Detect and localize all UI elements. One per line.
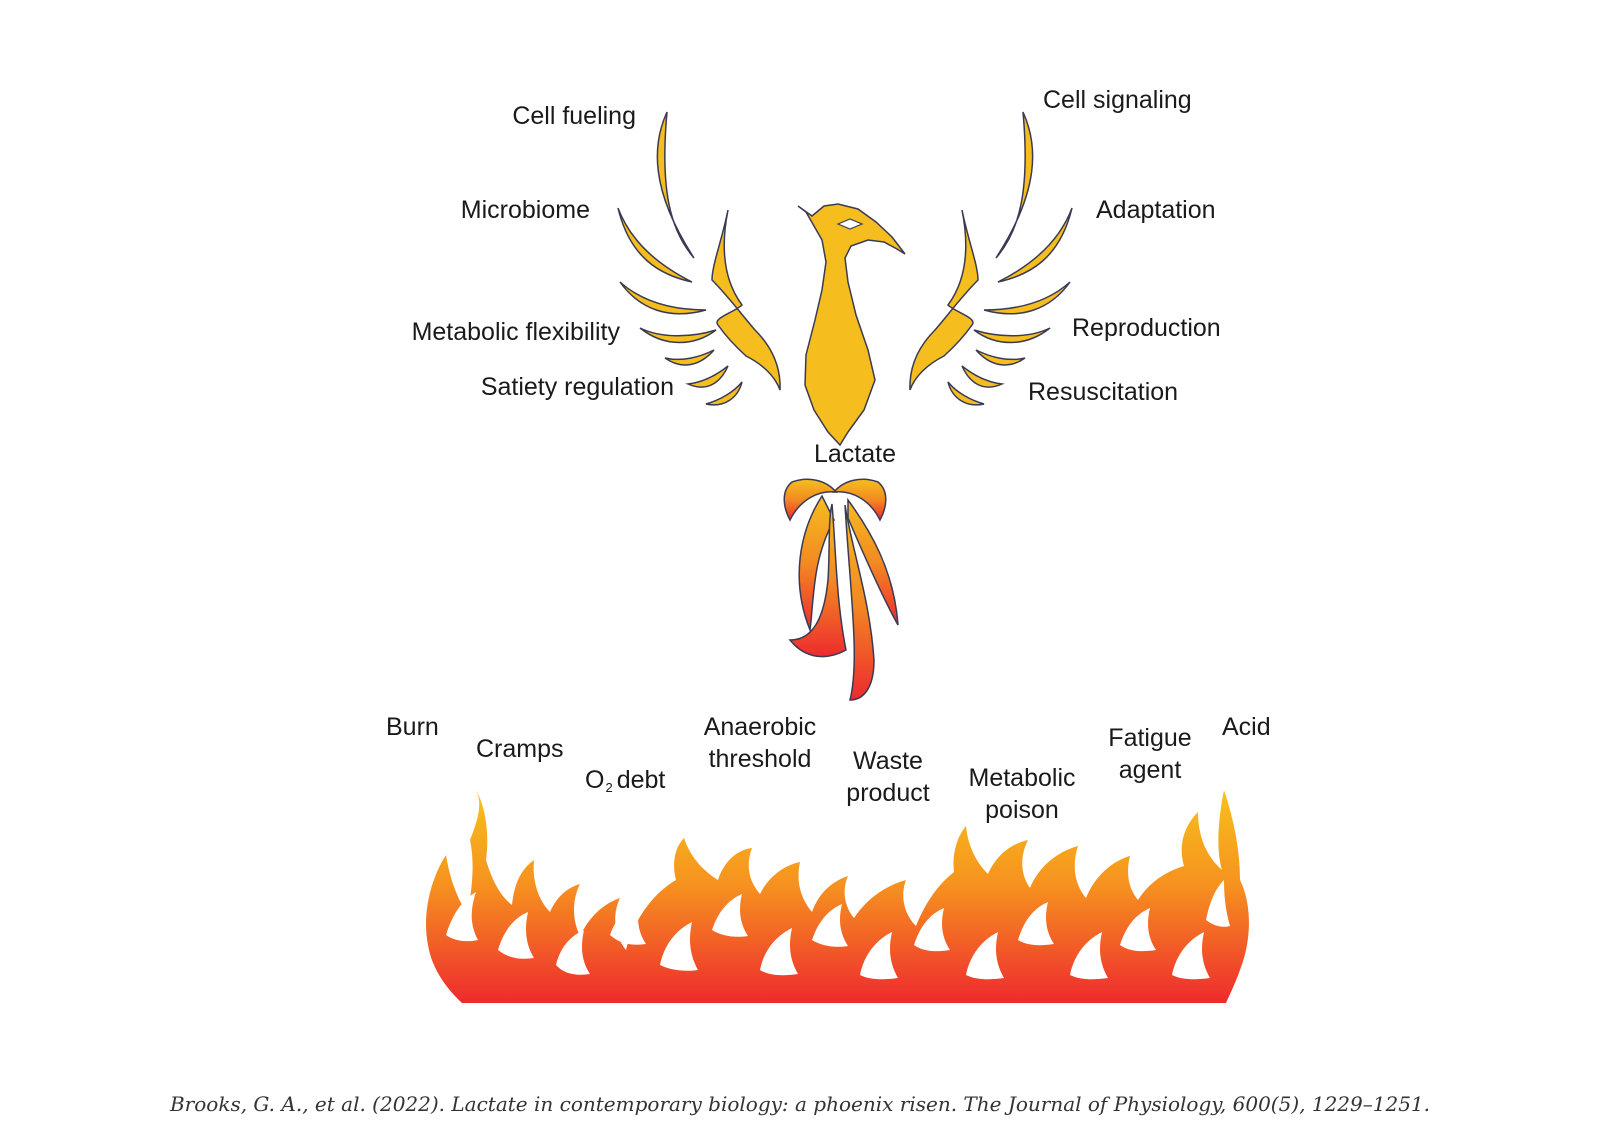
label-adaptation: Adaptation [1096,196,1216,224]
label-metabolic-poison: Metabolic poison [952,762,1092,826]
left-feather-4 [639,327,717,344]
flames [426,788,1249,1003]
tail-feather-left [798,494,835,633]
right-feather-2 [997,207,1073,283]
label-lactate: Lactate [813,440,896,468]
tail-feather-mid-right [844,504,875,701]
label-metabolic-flexibility: Metabolic flexibility [411,318,620,346]
label-reproduction: Reproduction [1072,314,1221,342]
left-wing-main [711,209,781,391]
label-poison-line1: Metabolic [968,764,1076,792]
label-waste-product: Waste product [818,745,958,809]
right-feather-4 [973,327,1051,344]
label-waste-line1: Waste [853,747,923,775]
right-feather-6 [961,365,1005,388]
right-feather-1 [995,111,1034,259]
label-o2-subscript: 2 [605,780,613,795]
left-feather-1 [656,111,695,259]
label-cramps: Cramps [476,735,564,763]
label-cell-fueling: Cell fueling [512,102,636,130]
label-microbiome: Microbiome [460,196,590,224]
phoenix-head-neck [797,203,906,447]
tail-feather-right [847,497,899,626]
left-feather-6 [685,365,729,388]
label-fatigue-line1: Fatigue [1108,724,1192,752]
label-o2-debt-word: debt [616,766,666,794]
label-cell-signaling: Cell signaling [1043,86,1192,114]
phoenix-body [797,203,906,447]
label-resuscitation: Resuscitation [1028,378,1179,406]
label-anaerobic-line1: Anaerobic [703,713,817,741]
right-feather-7 [947,381,985,406]
left-feather-3 [619,281,707,315]
label-anaerobic-threshold: Anaerobic threshold [680,711,840,775]
phoenix-left-wing [617,111,781,406]
label-poison-line2: poison [985,796,1059,824]
label-fatigue-line2: agent [1118,756,1182,784]
right-feather-3 [983,281,1071,315]
phoenix-right-wing [909,111,1073,406]
left-feather-7 [705,381,743,406]
right-wing-main [909,209,979,391]
left-feather-2 [617,207,693,283]
phoenix-tail [783,478,899,701]
citation: Brooks, G. A., et al. (2022). Lactate in… [169,1092,1431,1116]
right-feather-5 [975,349,1026,366]
phoenix-eye [836,218,864,230]
label-waste-line2: product [846,779,930,807]
tail-feather-top-right [832,478,887,522]
label-anaerobic-line2: threshold [708,745,812,773]
flame-gaps [446,880,1230,980]
tail-feather-mid-left [788,503,847,658]
label-burn: Burn [386,713,439,741]
label-fatigue-agent: Fatigue agent [1095,722,1205,786]
flame-band [426,788,1249,1003]
tail-feather-top-left [783,478,838,522]
label-satiety-regulation: Satiety regulation [480,373,674,401]
label-o2-o: O [585,766,605,794]
left-feather-5 [664,349,715,366]
label-acid: Acid [1222,713,1271,741]
